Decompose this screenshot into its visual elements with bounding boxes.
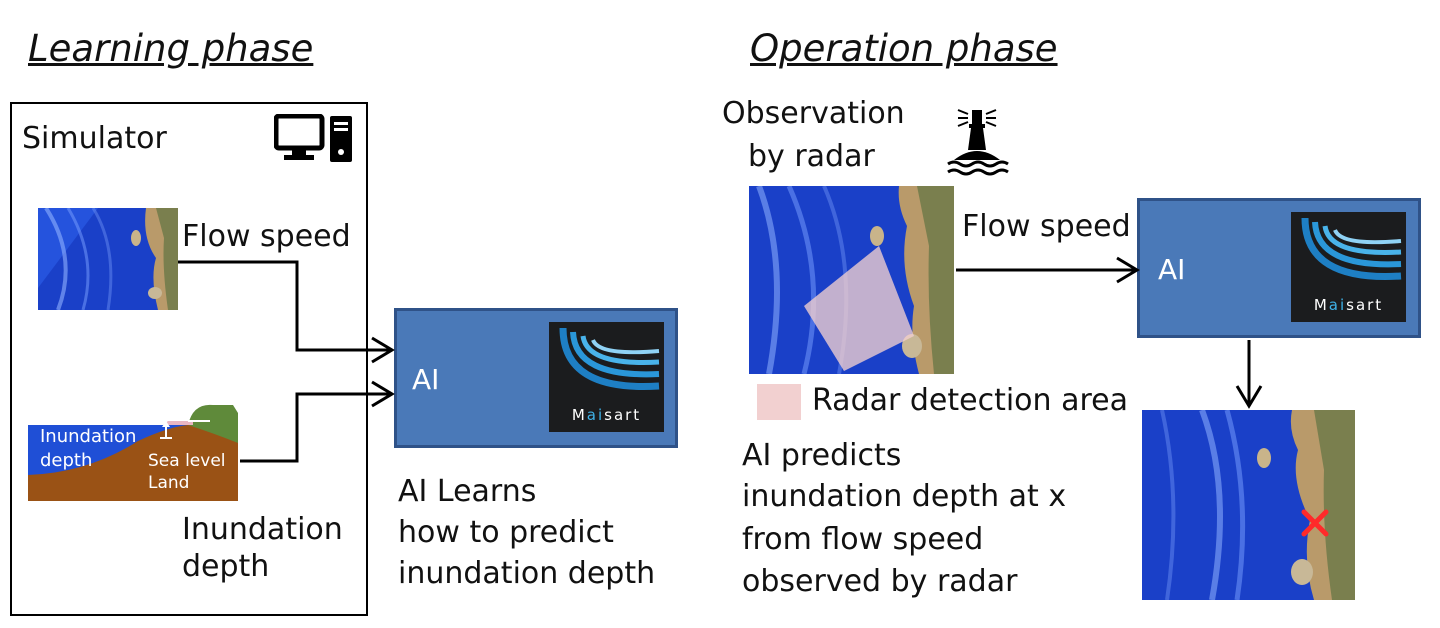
observation-label-line2: by radar	[748, 139, 875, 174]
observation-label-line1: Observation	[722, 96, 905, 131]
learning-caption-line3: inundation depth	[398, 556, 656, 591]
radar-area-legend-swatch	[757, 384, 801, 420]
op-flow-speed-label: Flow speed	[962, 209, 1131, 244]
x-mark-icon	[1300, 508, 1330, 538]
operation-caption-line2: inundation depth at x	[742, 479, 1067, 514]
learning-phase-title: Learning phase	[28, 27, 314, 70]
operation-phase-title: Operation phase	[750, 27, 1058, 70]
operation-ai-label: AI	[1158, 253, 1186, 286]
cross-section-sea-level: Sea level	[148, 451, 226, 471]
prediction-map	[1142, 410, 1355, 600]
desktop-computer-icon	[273, 113, 354, 164]
depth-to-ai-arrowhead	[371, 380, 395, 408]
sim-inundation-label-line2: depth	[182, 549, 270, 584]
simulator-label: Simulator	[22, 121, 167, 156]
learning-ai-label: AI	[412, 363, 440, 396]
learning-caption-line2: how to predict	[398, 515, 614, 550]
maisart-logo-operation: Maisart	[1291, 212, 1406, 322]
operation-caption-line4: observed by radar	[742, 564, 1018, 599]
logo-wordmark: Maisart	[1313, 296, 1384, 314]
operation-caption-line1: AI predicts	[742, 438, 902, 473]
operation-caption-line3: from flow speed	[742, 522, 984, 557]
sim-flow-speed-label: Flow speed	[182, 219, 351, 254]
maisart-logo-learning: Maisart	[549, 322, 664, 432]
sim-inundation-label-line1: Inundation	[182, 512, 343, 547]
cross-section-depth-line1: Inundation	[40, 426, 137, 447]
ai-to-prediction-arrowhead	[1235, 385, 1263, 409]
cross-section-diagram	[28, 403, 238, 501]
radar-to-ai-arrowhead	[1116, 256, 1140, 284]
simulated-flow-map	[38, 208, 178, 310]
cross-section-depth-line2: depth	[40, 450, 93, 471]
radar-observation-map	[749, 186, 954, 374]
cross-section-land: Land	[148, 473, 190, 493]
simulator-panel	[10, 102, 368, 616]
learning-caption-line1: AI Learns	[398, 474, 537, 509]
radar-area-legend-label: Radar detection area	[812, 383, 1128, 418]
logo-wordmark: Maisart	[571, 406, 642, 424]
lighthouse-icon	[944, 104, 1010, 178]
flow-to-ai-arrowhead	[371, 336, 395, 364]
